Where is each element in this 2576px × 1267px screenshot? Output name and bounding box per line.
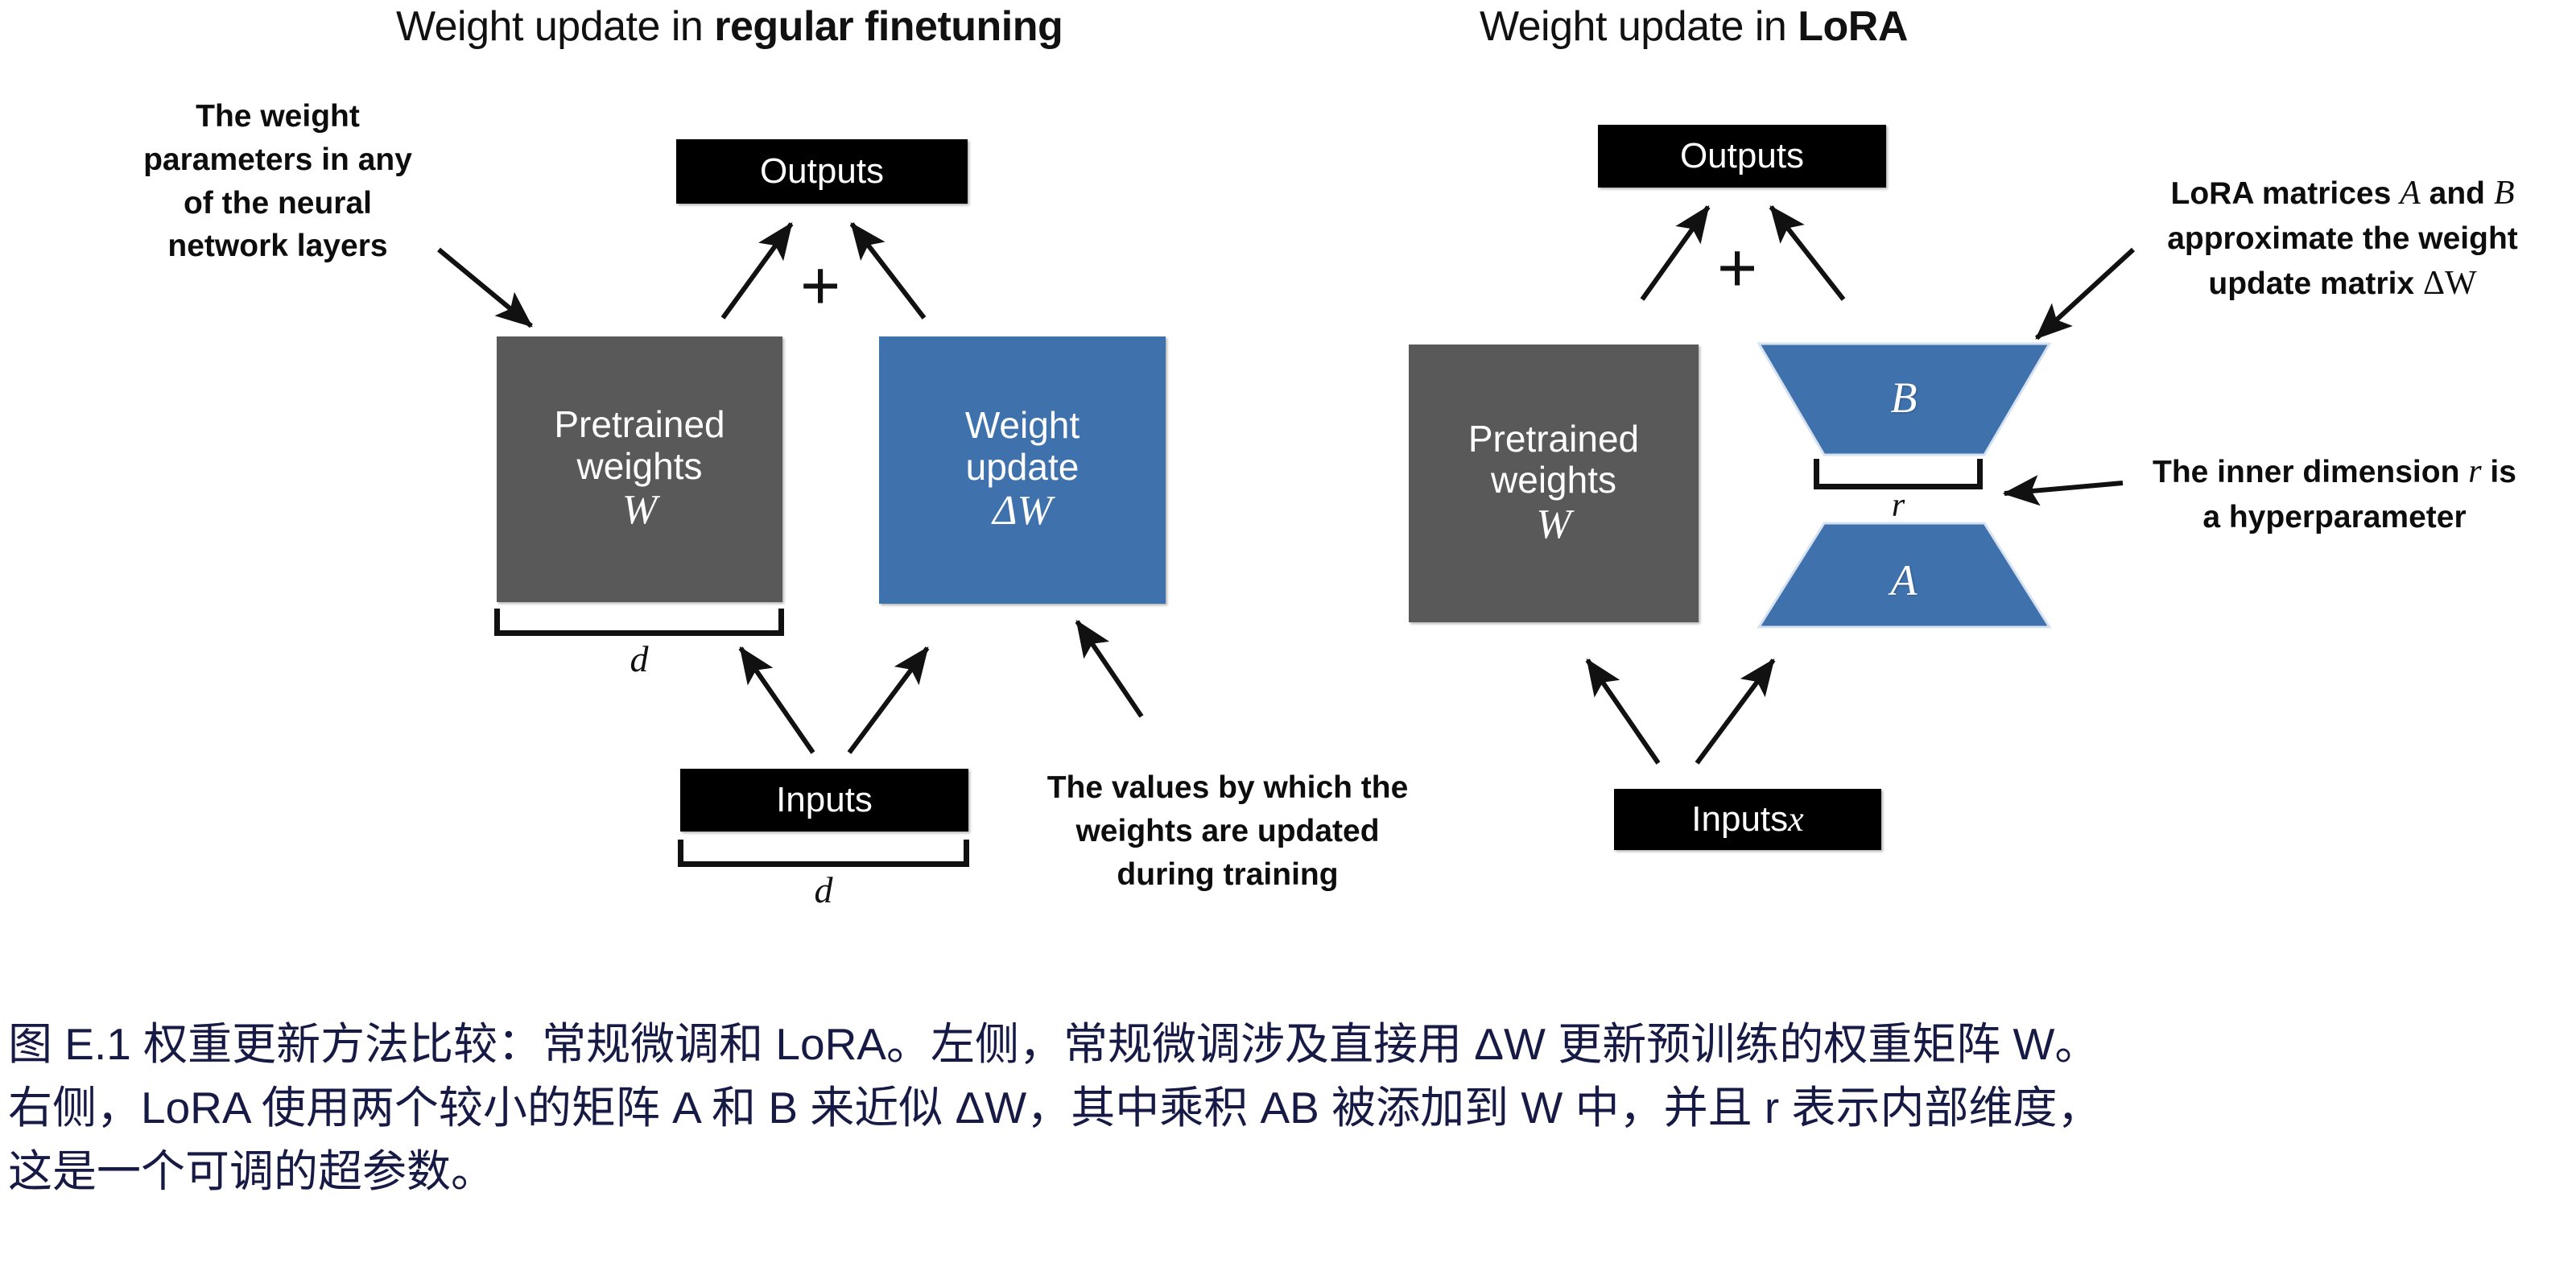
right-pretrained-line-2: weights — [1491, 459, 1616, 501]
left-pretrained-line-1: Pretrained — [554, 403, 725, 446]
left-panel-title: Weight update in regular finetuning — [396, 3, 1063, 52]
pretrained-dim-value: d — [630, 638, 649, 679]
inputs-width-brace — [678, 840, 969, 867]
right-pretrained-weights-box: Pretrained weights W — [1409, 345, 1699, 622]
left-outputs-box: Outputs — [676, 139, 968, 204]
callout-lora-line3-prefix: update matrix — [2208, 266, 2423, 301]
arrow-left-pretrained-to-outputs — [720, 222, 794, 320]
right-title-bold: LoRA — [1798, 3, 1908, 50]
left-inputs-label: Inputs — [776, 780, 873, 820]
lora-matrix-b-label: B — [1890, 373, 1918, 422]
weight-update-line-1: Weight — [964, 404, 1080, 447]
callout-values-updated-line-2: weights are updated — [1075, 813, 1380, 848]
callout-rank-line1-sym: r — [2468, 453, 2482, 490]
callout-weight-parameters-line-4: network layers — [167, 229, 388, 264]
right-inputs-label: Inputs — [1691, 799, 1789, 840]
weight-update-box: Weight update ΔW — [879, 336, 1166, 604]
left-pretrained-symbol: W — [621, 487, 658, 534]
left-plus-sign: + — [800, 251, 840, 320]
matrix-a-polygon — [1757, 522, 2052, 629]
left-title-prefix: Weight update in — [396, 3, 715, 50]
inner-dimension-brace — [1814, 459, 1983, 489]
callout-lora-line1-prefix: LoRA matrices — [2170, 176, 2401, 211]
left-outputs-label: Outputs — [759, 151, 885, 192]
caption-line-3: 这是一个可调的超参数。 — [8, 1146, 496, 1197]
callout-values-updated-line-3: during training — [1117, 856, 1339, 892]
inner-dimension-value: r — [1891, 487, 1905, 524]
right-outputs-label: Outputs — [1679, 136, 1805, 176]
left-inputs-box: Inputs — [680, 769, 968, 832]
inner-dimension-label: r — [1814, 486, 1983, 525]
pretrained-dim-label: d — [494, 638, 784, 680]
lora-matrix-a-label: A — [1890, 556, 1918, 605]
arrow-callout-matrices-to-b — [2034, 247, 2136, 340]
callout-lora-line1-b: B — [2493, 175, 2515, 212]
right-title-prefix: Weight update in — [1480, 3, 1798, 50]
arrow-right-inputs-to-pretrained — [1585, 658, 1661, 765]
inputs-dim-label: d — [678, 869, 969, 911]
callout-inner-dimension-line-1: The inner dimension r is — [2125, 449, 2544, 496]
callout-rank-line1-suffix: is — [2481, 455, 2516, 489]
left-pretrained-weights-box: Pretrained weights W — [497, 336, 782, 602]
arrow-callout-values-to-update — [1075, 620, 1144, 718]
callout-lora-matrices: LoRA matrices A and B approximate the we… — [2133, 171, 2552, 307]
right-outputs-box: Outputs — [1598, 125, 1886, 188]
arrow-right-pretrained-to-outputs — [1640, 205, 1711, 301]
figure-caption: 图 E.1 权重更新方法比较：常规微调和 LoRA。左侧，常规微调涉及直接用 Δ… — [8, 1013, 2576, 1204]
callout-inner-dimension-line-2: a hyperparameter — [2202, 499, 2467, 534]
inputs-dim-value: d — [814, 869, 833, 910]
left-plus-glyph: + — [800, 247, 841, 324]
callout-values-updated: The values by which the weights are upda… — [1010, 766, 1445, 896]
callout-lora-line1-a: A — [2400, 175, 2421, 212]
right-inputs-box: Inputs x — [1614, 789, 1881, 850]
lora-matrix-b-shape: B — [1755, 342, 2053, 456]
callout-weight-parameters-line-2: parameters in any — [143, 142, 412, 177]
lora-matrix-a-shape: A — [1755, 522, 2053, 629]
callout-values-updated-line-1: The values by which the — [1046, 770, 1409, 805]
callout-inner-dimension: The inner dimension r is a hyperparamete… — [2125, 449, 2544, 539]
caption-line-2: 右侧，LoRA 使用两个较小的矩阵 A 和 B 来近似 ΔW，其中乘积 AB 被… — [8, 1083, 2102, 1133]
callout-weight-parameters-line-1: The weight — [196, 99, 360, 134]
right-panel-title: Weight update in LoRA — [1480, 3, 1908, 52]
arrow-right-b-to-outputs — [1769, 205, 1846, 301]
callout-lora-matrices-line-2: approximate the weight — [2167, 221, 2518, 256]
matrix-b-polygon — [1757, 342, 2052, 456]
left-title-bold: regular finetuning — [714, 3, 1063, 50]
right-inputs-symbol: x — [1788, 799, 1804, 840]
callout-lora-matrices-line-3: update matrix ΔW — [2133, 261, 2552, 307]
pretrained-width-brace — [494, 609, 784, 636]
callout-weight-parameters-line-3: of the neural — [183, 185, 373, 221]
arrow-left-update-to-outputs — [849, 222, 927, 320]
callout-lora-line3-sym: ΔW — [2422, 264, 2477, 302]
right-pretrained-line-1: Pretrained — [1468, 417, 1640, 460]
weight-update-symbol: ΔW — [993, 488, 1052, 534]
right-plus-glyph: + — [1717, 229, 1758, 307]
callout-weight-parameters: The weight parameters in any of the neur… — [97, 95, 459, 268]
callout-lora-line1-mid: and — [2420, 176, 2494, 211]
arrow-left-inputs-to-update — [847, 646, 930, 754]
right-plus-sign: + — [1717, 233, 1757, 303]
caption-line-1: 图 E.1 权重更新方法比较：常规微调和 LoRA。左侧，常规微调涉及直接用 Δ… — [8, 1019, 2099, 1069]
callout-rank-line1-prefix: The inner dimension — [2153, 455, 2469, 489]
left-pretrained-line-2: weights — [576, 444, 703, 487]
callout-lora-matrices-line-1: LoRA matrices A and B — [2133, 171, 2552, 217]
right-pretrained-symbol: W — [1536, 501, 1571, 547]
arrow-callout-rank-to-inner-dim — [2002, 475, 2124, 506]
arrow-right-inputs-to-matrix-a — [1695, 658, 1776, 765]
weight-update-line-2: update — [965, 445, 1080, 488]
